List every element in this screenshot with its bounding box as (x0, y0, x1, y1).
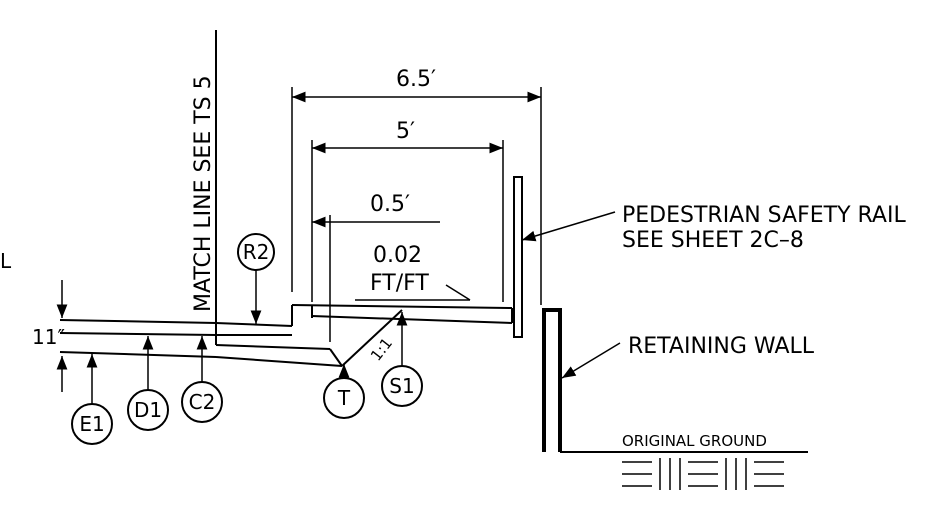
bubble-r2: R2 (237, 233, 275, 324)
svg-text:S1: S1 (389, 374, 414, 398)
extension-lines (291, 87, 542, 342)
pedestrian-rail-label-2: SEE SHEET 2C–8 (622, 228, 804, 253)
retaining-wall-leader (561, 342, 621, 379)
svg-text:R2: R2 (243, 240, 270, 264)
dimension-6-5-label: 6.5′ (396, 67, 436, 92)
bubble-t: T (323, 364, 365, 419)
ground-hatch-symbol (622, 458, 784, 490)
pedestrian-safety-rail (513, 176, 523, 338)
svg-text:D1: D1 (134, 398, 162, 422)
inch-dimension-label: 11″ (32, 325, 65, 349)
retaining-wall-label: RETAINING WALL (628, 334, 815, 359)
svg-text:T: T (337, 386, 351, 410)
original-ground-label: ORIGINAL GROUND (622, 432, 767, 450)
slope-triangle (445, 284, 471, 301)
pavement-layers (59, 304, 513, 367)
match-line-label: MATCH LINE SEE TS 5 (191, 75, 216, 312)
bubble-e1: E1 (71, 354, 113, 445)
bubble-s1: S1 (381, 312, 423, 407)
dimension-0-5-label: 0.5′ (370, 192, 410, 217)
svg-text:E1: E1 (79, 412, 104, 436)
rail-leader (521, 211, 616, 242)
bubble-d1: D1 (127, 336, 169, 431)
left-edge-label: L (0, 249, 12, 273)
thickness-dimension: 11″ (32, 280, 68, 392)
pedestrian-rail-label-1: PEDESTRIAN SAFETY RAIL (622, 203, 906, 228)
slope-value-label: 0.02 (373, 243, 422, 268)
bubble-c2: C2 (181, 336, 223, 423)
slope-units-label: FT/FT (370, 271, 429, 296)
dimension-5-label: 5′ (396, 119, 415, 144)
svg-text:C2: C2 (189, 390, 216, 414)
